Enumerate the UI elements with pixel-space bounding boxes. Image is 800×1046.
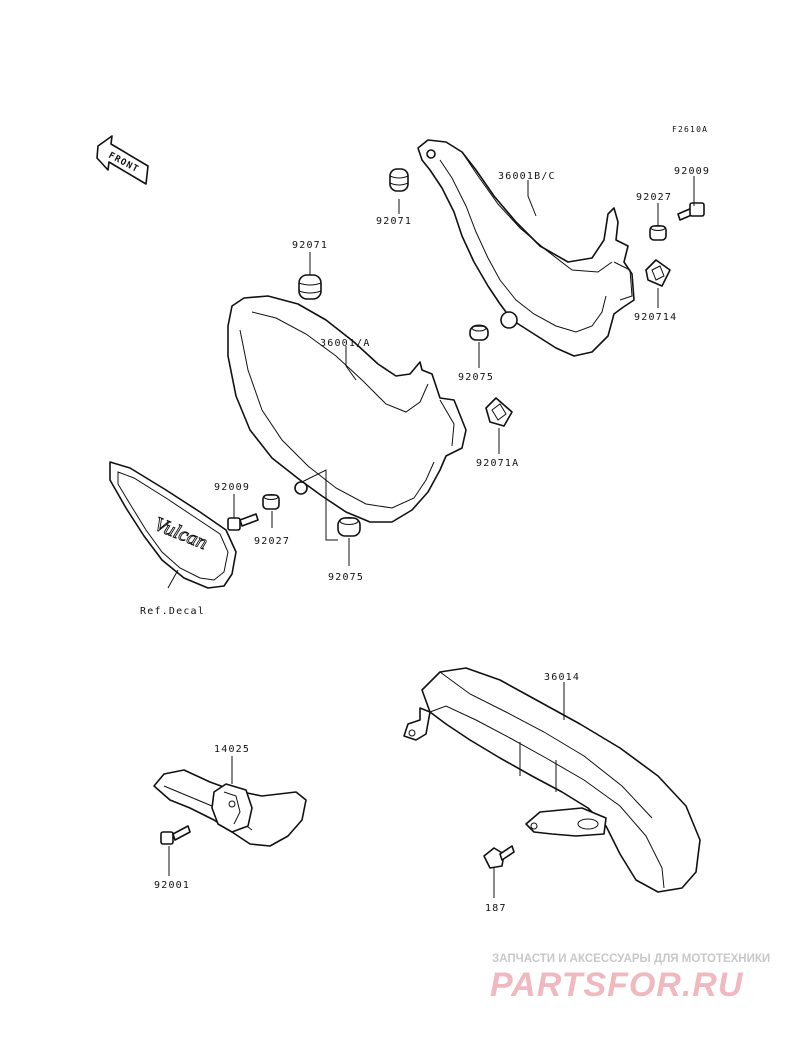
label-92075-mid: 92075 [458, 372, 494, 383]
side-cover-left [227, 295, 467, 523]
damper-92075-mid [469, 324, 489, 341]
label-14025: 14025 [214, 744, 250, 755]
decal: Vulcan [109, 461, 237, 589]
bolt-92009-top [677, 202, 705, 221]
bolt-92001 [160, 825, 191, 845]
label-92075-low: 92075 [328, 572, 364, 583]
collar-92027-left [262, 494, 280, 510]
watermark: ЗАПЧАСТИ И АКСЕССУАРЫ ДЛЯ МОТОТЕХНИКИ PA… [490, 953, 770, 1004]
collar-92027-top [649, 225, 667, 241]
label-ref-decal: Ref.Decal [140, 606, 205, 617]
label-36001a: 36001/A [320, 338, 371, 349]
grommet-92071a-right [645, 259, 671, 287]
label-92009-left: 92009 [214, 482, 250, 493]
leader-lines [167, 176, 695, 898]
grommet-92071-top [389, 168, 409, 192]
chain-cover-36014 [403, 667, 701, 893]
watermark-logo: PARTSFOR.RU [490, 966, 744, 1004]
bolt-92009-left [227, 513, 259, 531]
diagram-code: F2610A [672, 125, 708, 134]
bolt-187 [483, 845, 515, 869]
label-92071-top: 92071 [376, 216, 412, 227]
label-187: 187 [485, 903, 507, 914]
label-92009-top: 92009 [674, 166, 710, 177]
label-92071a: 92071A [476, 458, 519, 469]
label-92027-top: 92027 [636, 192, 672, 203]
guard-14025 [153, 769, 307, 847]
label-92071-mid: 92071 [292, 240, 328, 251]
label-36014: 36014 [544, 672, 580, 683]
label-92001: 92001 [154, 880, 190, 891]
grommet-92071a [485, 397, 513, 427]
watermark-tagline: ЗАПЧАСТИ И АКСЕССУАРЫ ДЛЯ МОТОТЕХНИКИ [492, 953, 770, 965]
label-920714: 920714 [634, 312, 677, 323]
damper-92075-low [337, 517, 361, 537]
grommet-92071-mid [298, 274, 322, 300]
side-cover-right [417, 139, 635, 357]
label-92027-left: 92027 [254, 536, 290, 547]
front-arrow-icon: FRONT [96, 135, 149, 185]
label-36001bc: 36001B/C [498, 171, 556, 182]
